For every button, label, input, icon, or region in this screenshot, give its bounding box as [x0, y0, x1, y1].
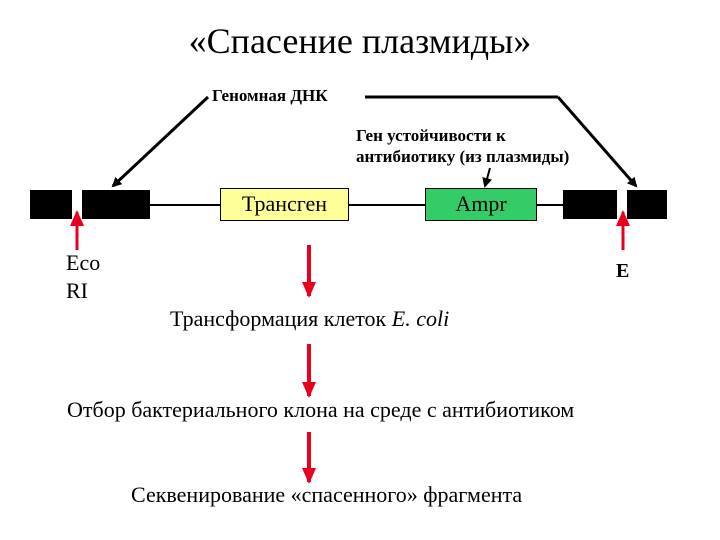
transgene-box: Трансген [220, 188, 349, 221]
step-sequencing: Секвенирование «спасенного» фрагмента [131, 482, 523, 507]
e-site-label: E [616, 260, 630, 282]
genomic-dna-left-line [111, 95, 210, 188]
genomic-dna-label: Геномная ДНК [212, 86, 328, 105]
eco-ri-label-line1: Eco [66, 250, 101, 275]
ampr-label: Ampr [455, 191, 507, 216]
step-transformation-species: E. coli [391, 306, 450, 331]
resistance-pointer-line [482, 167, 492, 188]
genomic-block-left-inner [82, 190, 150, 219]
step-transformation-text: Трансформация клеток [170, 306, 392, 331]
step-transformation: Трансформация клеток E. coli [170, 306, 449, 332]
resistance-gene-label-line2: антибиотику (из плазмиды) [356, 147, 570, 166]
genomic-block-left-outer [30, 190, 72, 219]
step-selection: Отбор бактериального клона на среде с ан… [67, 397, 575, 422]
ampr-box: Ampr [425, 188, 537, 221]
genomic-block-right-outer [627, 190, 667, 219]
eco-ri-label-line2: RI [66, 278, 88, 303]
page-title: «Спасение плазмиды» [188, 21, 532, 61]
genomic-dna-right-line [556, 96, 638, 188]
transgene-label: Трансген [241, 191, 328, 216]
resistance-gene-label-line1: Ген устойчивости к [356, 126, 506, 145]
genomic-block-right-inner [563, 190, 617, 219]
